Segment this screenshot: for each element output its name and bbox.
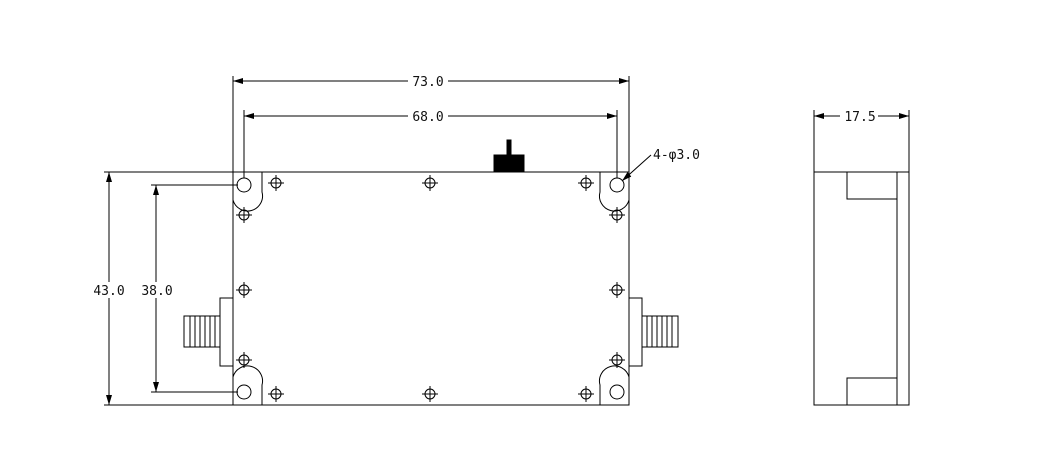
screw-marker bbox=[236, 352, 252, 368]
housing-outline bbox=[232, 171, 630, 406]
screw-marker bbox=[422, 386, 438, 402]
screw-marker bbox=[236, 207, 252, 223]
screw-marker bbox=[609, 282, 625, 298]
right-sma-connector bbox=[628, 297, 679, 367]
side-top-step bbox=[846, 171, 898, 200]
top-pin-connector bbox=[493, 139, 525, 173]
screw-marker bbox=[578, 175, 594, 191]
left-sma-connector bbox=[183, 297, 234, 367]
side-bottom-step bbox=[846, 377, 898, 406]
mounting-hole-bottom-right bbox=[598, 365, 630, 406]
side-depth-label: 17.5 bbox=[844, 110, 875, 125]
mounting-hole-top-left bbox=[232, 171, 264, 212]
hole-callout-label: 4-φ3.0 bbox=[653, 148, 700, 163]
hole-span-label: 68.0 bbox=[412, 110, 443, 125]
side-outline bbox=[813, 171, 910, 406]
screw-marker bbox=[609, 207, 625, 223]
screw-marker bbox=[268, 386, 284, 402]
screw-marker bbox=[236, 282, 252, 298]
screw-marker bbox=[268, 175, 284, 191]
side-view bbox=[813, 110, 910, 406]
overall-width-label: 73.0 bbox=[412, 75, 443, 90]
screw-marker bbox=[609, 352, 625, 368]
overall-height-label: 43.0 bbox=[93, 284, 124, 299]
front-view bbox=[183, 139, 679, 406]
dimension-lines bbox=[104, 76, 652, 406]
screw-markers bbox=[236, 175, 625, 402]
mounting-hole-bottom-left bbox=[232, 365, 264, 406]
screw-marker bbox=[422, 175, 438, 191]
hole-height-label: 38.0 bbox=[141, 284, 172, 299]
mounting-hole-top-right bbox=[598, 171, 630, 212]
screw-marker bbox=[578, 386, 594, 402]
